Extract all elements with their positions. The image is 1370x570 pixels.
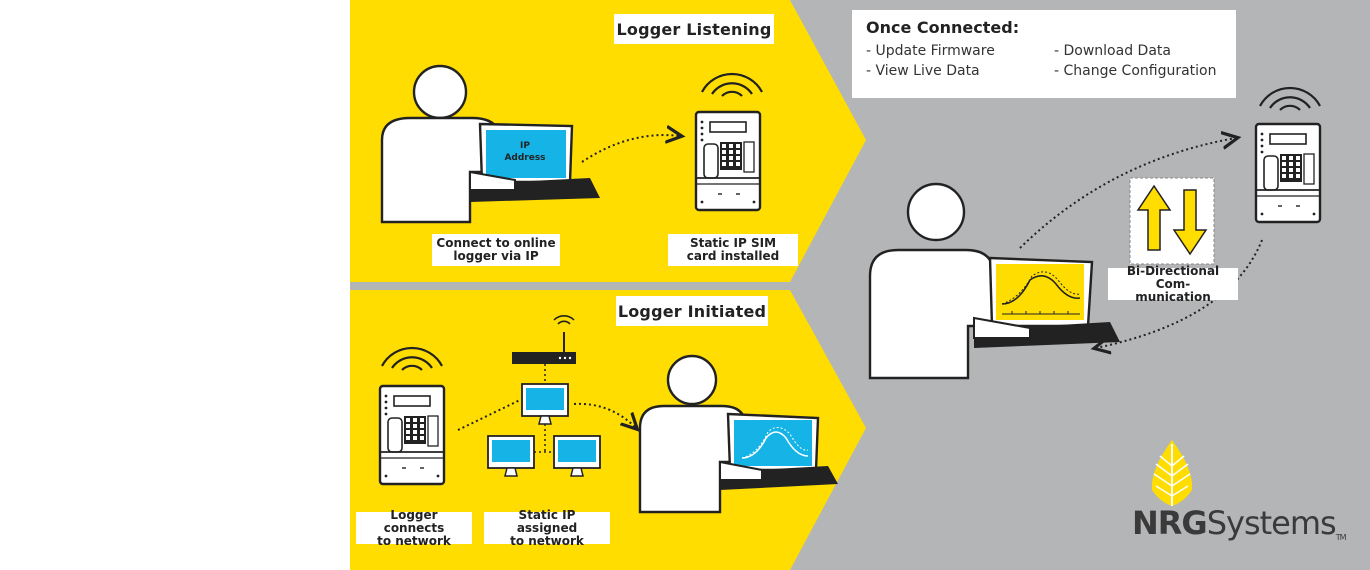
logger-listening-title: Logger Listening (614, 14, 774, 44)
caption-bi-directional: Bi-Directional Com- munication (1108, 263, 1238, 303)
laptop-screen-line-2: Address (504, 153, 546, 163)
listening-dotted-arrow (581, 135, 680, 163)
caption-logger-connects: Logger connects to network (356, 507, 472, 547)
laptop-screen-ip-text: IP Address (492, 140, 558, 164)
caption-static-ip-sim-line-1: Static IP SIM (689, 236, 777, 250)
initiated-logger-icon (378, 384, 446, 486)
caption-static-ip-assigned: Static IP assigned to network (484, 507, 610, 547)
logger-initiated-panel (350, 290, 866, 570)
list-item: - Download Data (1054, 43, 1171, 59)
nrg-leaf-logo-icon (1151, 440, 1193, 506)
caption-connect-online-line-2: logger via IP (453, 249, 539, 263)
initiated-dotted-arrow (573, 402, 636, 428)
caption-static-ip-sim: Static IP SIM card installed (668, 234, 798, 266)
brand-light: Systems (1206, 504, 1337, 542)
logger-listening-panel (350, 0, 866, 282)
brand-bold: NRG (1132, 504, 1208, 542)
caption-logger-connects-line-2: to network (377, 533, 451, 548)
once-connected-box: Once Connected: - Update Firmware - Down… (852, 10, 1236, 98)
list-item: - Change Configuration (1054, 63, 1217, 79)
laptop-screen-line-1: IP (520, 141, 530, 151)
caption-static-ip-sim-line-2: card installed (686, 249, 780, 263)
router-icon (512, 315, 576, 364)
caption-connect-online-line-1: Connect to online (436, 236, 556, 250)
connected-lower-dotted-arrow (1096, 239, 1263, 348)
listening-person-icon (380, 64, 502, 224)
list-item: - Update Firmware (866, 43, 995, 59)
listening-laptop-icon (469, 122, 600, 202)
caption-logger-connects-line-1: Logger connects (383, 507, 445, 535)
logger-initiated-title: Logger Initiated (616, 296, 768, 326)
caption-static-ip-assigned-line-1: Static IP assigned (516, 507, 578, 535)
caption-bi-directional-line-2: munication (1135, 289, 1211, 304)
list-item: - View Live Data (866, 63, 980, 79)
nrg-systems-wordmark: NRGSystemsTM (1132, 504, 1346, 550)
caption-connect-online: Connect to online logger via IP (432, 234, 560, 266)
bi-directional-arrows-icon (1129, 177, 1215, 265)
connected-laptop-icon (973, 256, 1120, 348)
logger-to-network-dotted-line (457, 399, 521, 431)
caption-static-ip-assigned-line-2: to network (510, 533, 584, 548)
listening-logger-icon (694, 110, 762, 212)
initiated-laptop-icon (719, 412, 838, 490)
once-connected-title: Once Connected: (866, 18, 1020, 37)
connected-upper-dotted-arrow (1019, 138, 1236, 249)
brand-trademark: TM (1335, 533, 1347, 542)
caption-bi-directional-line-1: Bi-Directional Com- (1126, 263, 1220, 291)
connected-logger-icon (1254, 122, 1322, 224)
connected-person-icon (868, 182, 996, 380)
once-connected-list: - Update Firmware - Download Data - View… (866, 43, 1222, 79)
